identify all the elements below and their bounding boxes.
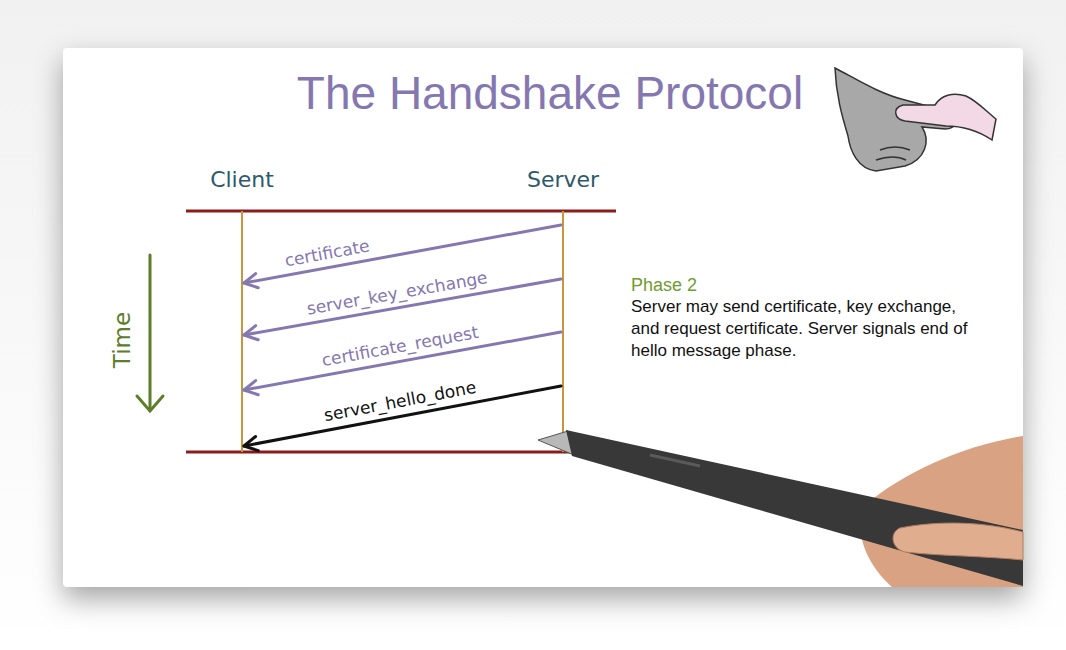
- lifeline-head: Client: [208, 167, 276, 192]
- participant-name: Server: [527, 167, 599, 192]
- arrow-line: [244, 225, 561, 283]
- message-arrow: [244, 225, 561, 288]
- participant-name: Client: [210, 167, 274, 192]
- arrowhead: [244, 274, 258, 288]
- handshake-illustration: [835, 68, 996, 171]
- phase-heading: Phase 2: [631, 274, 697, 296]
- pen-body: [566, 430, 1023, 586]
- slide-title: The Handshake Protocol: [297, 66, 803, 120]
- time-arrow: [137, 255, 163, 411]
- arrowhead: [244, 381, 258, 395]
- lifeline-head: Server: [525, 167, 601, 192]
- lifeline: [241, 211, 243, 452]
- time-label: Time: [111, 312, 133, 368]
- top-boundary: [186, 210, 616, 213]
- pen-button: [650, 455, 700, 466]
- arrowhead: [244, 436, 258, 450]
- thumb: [893, 523, 1023, 560]
- phase-description: Server may send certificate, key exchang…: [631, 296, 976, 362]
- bottom-boundary: [186, 451, 616, 454]
- arrowhead: [244, 326, 258, 340]
